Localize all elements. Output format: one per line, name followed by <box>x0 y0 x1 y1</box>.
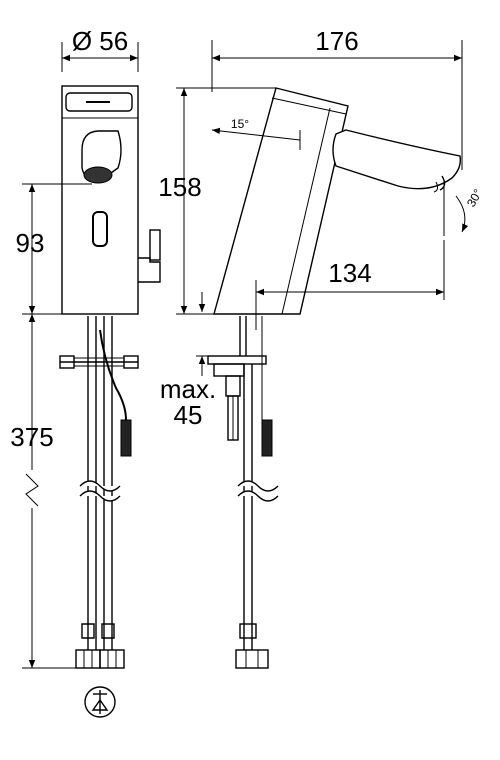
non-return-valve-icon <box>84 686 116 718</box>
side-reach-label: 134 <box>328 258 371 288</box>
front-height-label: 93 <box>16 228 45 258</box>
front-connection-nut-left <box>75 649 101 669</box>
front-diameter-label: Ø 56 <box>72 26 128 56</box>
side-width-label: 176 <box>315 26 358 56</box>
front-sensor-slot <box>92 211 108 247</box>
front-connection-nut-right <box>99 649 125 669</box>
side-angle-top-label: 15° <box>231 117 249 131</box>
side-angle-spout-label: 30° <box>464 186 485 209</box>
front-pipe-length-label: 375 <box>10 422 53 452</box>
side-connection-nut <box>235 649 269 669</box>
front-view: Ø 56 93 <box>10 26 161 718</box>
side-spout <box>332 129 462 190</box>
side-height-label: 158 <box>158 172 201 202</box>
front-cable-plug <box>120 419 132 457</box>
side-cable-plug <box>261 419 273 457</box>
front-aerator <box>83 166 113 184</box>
side-tap-body <box>213 87 349 315</box>
side-view: 176 158 15° 30° 134 max. 45 <box>158 26 485 669</box>
side-max-label-line2: 45 <box>174 400 203 430</box>
side-max-label-line1: max. <box>160 374 216 404</box>
front-tap-body <box>61 85 139 315</box>
